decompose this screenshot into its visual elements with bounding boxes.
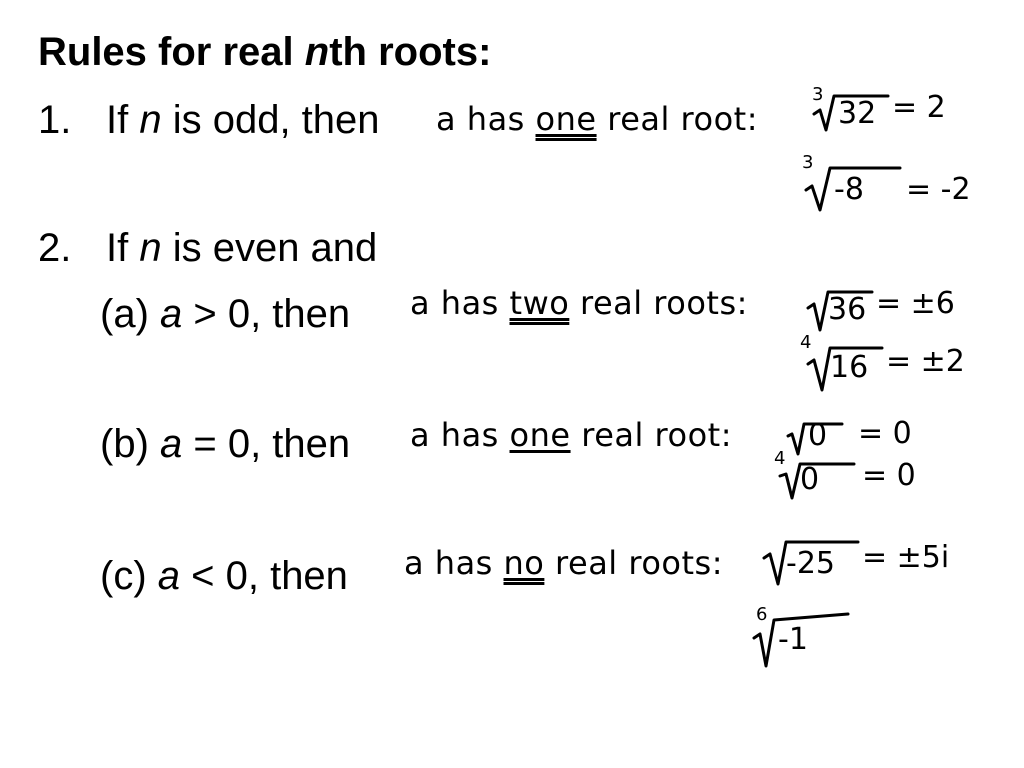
case-b-label: (b) (100, 422, 160, 466)
title-text: Rules for real (38, 30, 305, 74)
note-pos-key: two (509, 284, 570, 322)
rule-1-pre: If (106, 98, 140, 142)
pos2-index: 4 (800, 332, 812, 353)
note-odd-post: real root: (596, 100, 758, 138)
rule-1: 1. If n is odd, then (38, 96, 380, 144)
odd1-index: 3 (812, 84, 824, 105)
neg1-radical-sign (762, 540, 860, 586)
rule-2-post: is even and (161, 226, 378, 270)
rule-2: 2. If n is even and (38, 224, 377, 272)
zero2-radical-sign (778, 462, 856, 500)
note-odd-pre: a has (436, 100, 536, 138)
neg2-radicand: -1 (778, 622, 808, 657)
note-neg-key: no (503, 544, 545, 582)
pos2-radicand: 16 (830, 350, 869, 385)
rule-2-pre: If (106, 226, 140, 270)
rule-1-number: 1. (38, 98, 72, 142)
note-positive: a has two real roots: (410, 284, 748, 322)
odd2-radicand: -8 (834, 172, 864, 207)
case-b-variable: a (160, 422, 183, 466)
case-c: (c) a < 0, then (100, 552, 348, 600)
case-a: (a) a > 0, then (100, 290, 350, 338)
odd2-result: = -2 (906, 172, 971, 207)
note-negative: a has no real roots: (404, 544, 723, 582)
note-zero: a has one real root: (410, 416, 732, 454)
rule-2-number: 2. (38, 226, 72, 270)
pos1-result: = ±6 (876, 286, 955, 321)
rule-2-variable: n (139, 226, 162, 270)
pos2-result: = ±2 (886, 344, 965, 379)
zero1-radical-sign (786, 422, 844, 456)
neg1-result: = ±5i (862, 540, 950, 575)
odd1-result: = 2 (892, 90, 946, 125)
pos2-radical-sign (806, 346, 884, 392)
neg2-radical-sign (752, 612, 850, 668)
note-odd-key: one (535, 100, 597, 138)
odd1-radicand: 32 (838, 96, 877, 131)
note-pos-post: real roots: (569, 284, 748, 322)
case-c-variable: a (157, 554, 181, 598)
neg1-radicand: -25 (786, 546, 835, 581)
title-variable: n (304, 30, 330, 74)
note-zero-post: real root: (570, 416, 732, 454)
case-a-text: > 0, then (182, 292, 351, 336)
pos1-radical-sign (806, 290, 874, 332)
case-a-label: (a) (100, 292, 160, 336)
case-a-variable: a (160, 292, 183, 336)
odd1-radical-sign (812, 94, 890, 132)
case-c-text: < 0, then (180, 554, 348, 598)
neg2-index: 6 (756, 604, 768, 625)
note-pos-pre: a has (410, 284, 510, 322)
case-c-label: (c) (100, 554, 158, 598)
rule-1-variable: n (139, 98, 162, 142)
note-odd: a has one real root: (436, 100, 758, 138)
zero2-radicand: 0 (800, 462, 820, 497)
note-neg-pre: a has (404, 544, 504, 582)
title-text-end: th roots: (329, 30, 492, 74)
rule-1-post: is odd, then (161, 98, 380, 142)
slide-title: Rules for real nth roots: (38, 28, 491, 76)
note-neg-post: real roots: (544, 544, 723, 582)
odd2-radical-sign (804, 166, 902, 212)
case-b-text: = 0, then (182, 422, 351, 466)
case-b: (b) a = 0, then (100, 420, 350, 468)
zero2-result: = 0 (862, 458, 916, 493)
note-zero-pre: a has (410, 416, 510, 454)
note-zero-key: one (509, 416, 571, 454)
zero2-index: 4 (774, 448, 786, 469)
pos1-radicand: 36 (828, 292, 867, 327)
zero1-result: = 0 (858, 416, 912, 451)
odd2-index: 3 (802, 152, 814, 173)
zero1-radicand: 0 (808, 418, 828, 453)
